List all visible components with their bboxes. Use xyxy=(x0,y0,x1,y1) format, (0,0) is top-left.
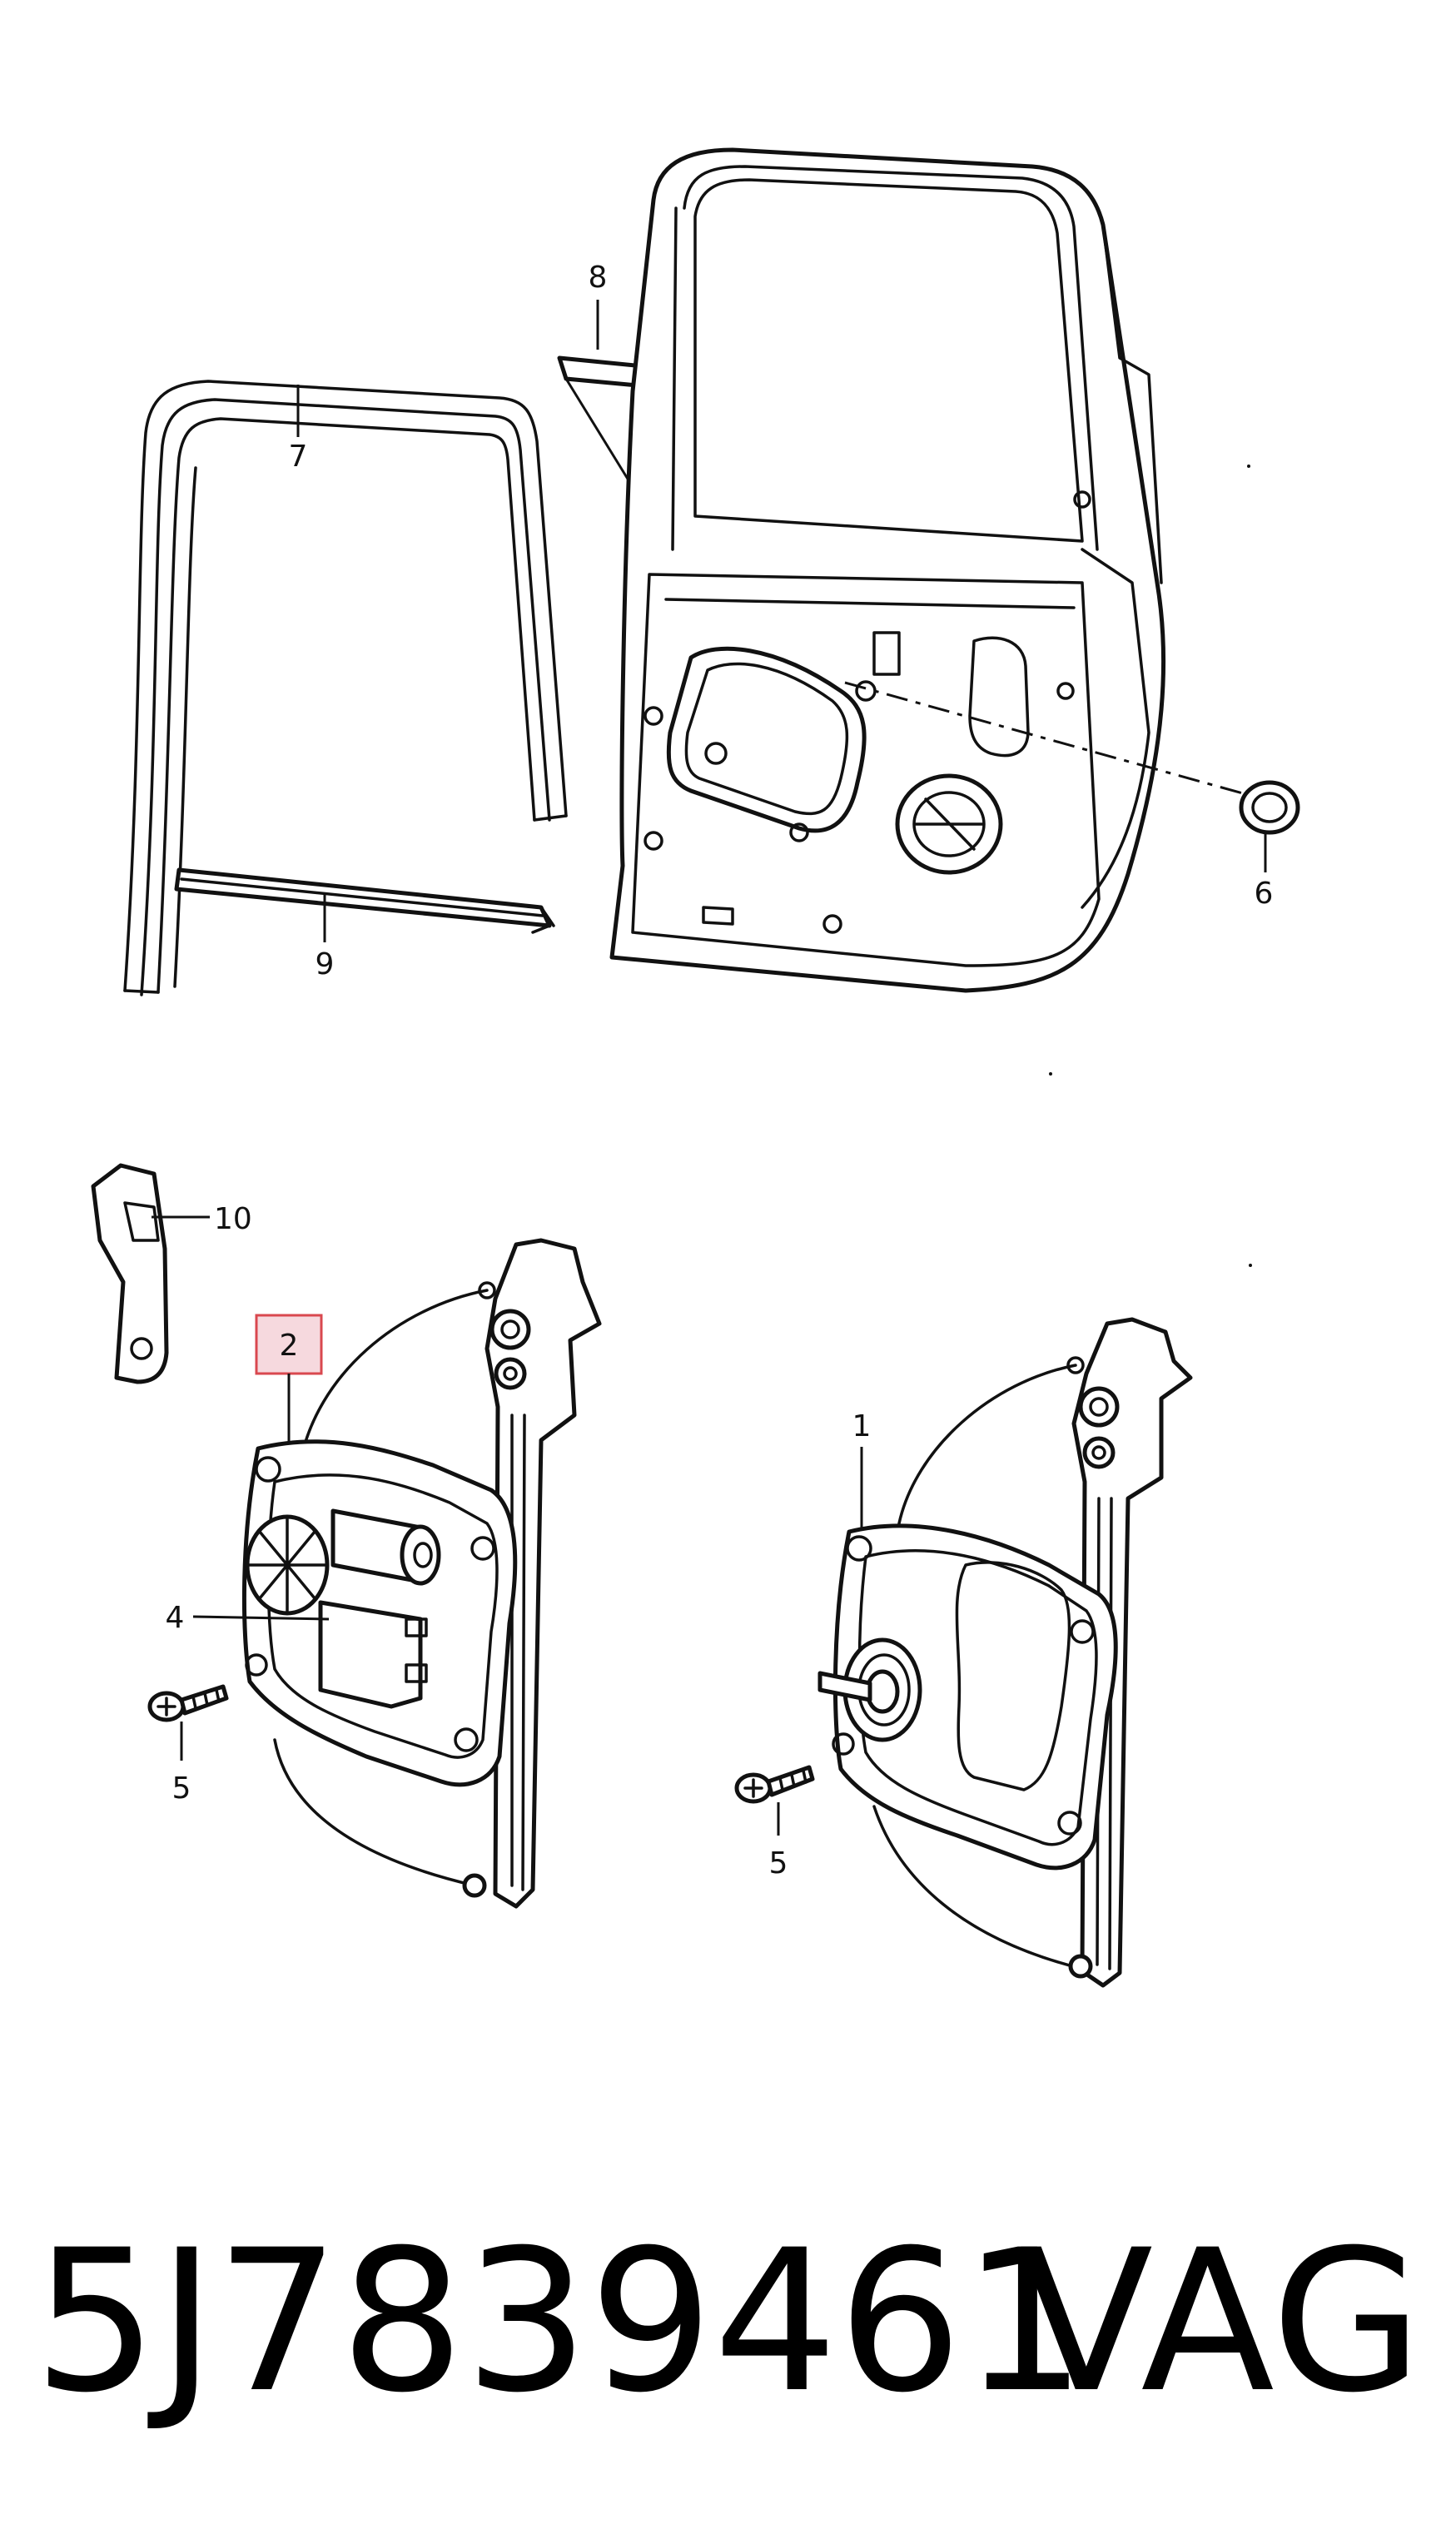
callout-8: 8 xyxy=(589,261,608,295)
part-number-label: 5J7839461 xyxy=(33,2209,1087,2436)
window-regulator-with-motor-part xyxy=(241,1238,602,1909)
window-sill-seal-part xyxy=(174,867,555,934)
screw-part-left xyxy=(147,1684,229,1722)
callout-6: 6 xyxy=(1255,877,1274,911)
mounting-bracket-part xyxy=(91,1163,169,1384)
window-regulator-part xyxy=(817,1317,1193,1988)
callout-5-right: 5 xyxy=(769,1846,788,1881)
rear-door-shell-part xyxy=(609,147,1166,993)
screw-part-right xyxy=(734,1765,815,1804)
callout-7: 7 xyxy=(289,440,308,474)
callout-2: 2 xyxy=(280,1329,299,1363)
callout-5-left: 5 xyxy=(172,1771,191,1806)
callout-9: 9 xyxy=(316,947,335,981)
callout-4: 4 xyxy=(166,1601,185,1635)
callout-10: 10 xyxy=(214,1202,252,1236)
door-grommet-part xyxy=(844,681,1300,835)
callout-2-highlight-box xyxy=(255,1314,323,1375)
brand-label: VAG xyxy=(1019,2209,1423,2436)
callout-1: 1 xyxy=(852,1409,872,1443)
